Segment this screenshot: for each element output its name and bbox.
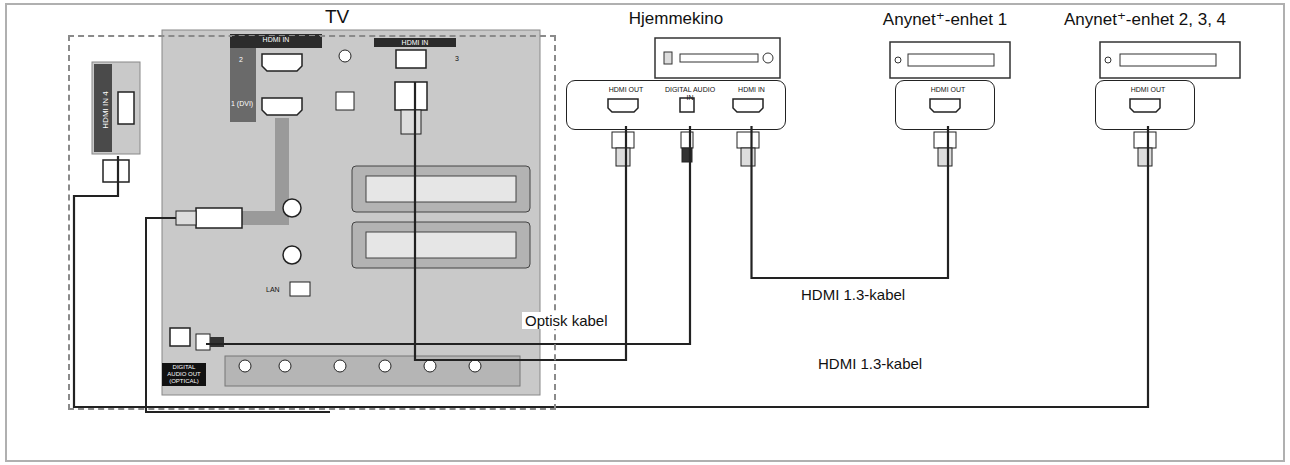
component-jacks	[239, 360, 481, 372]
panel-label: 2	[239, 56, 243, 64]
hdmi-plugs	[612, 132, 1156, 166]
display	[664, 52, 672, 64]
port-label: HDMI IN	[374, 38, 456, 47]
optical-plug	[196, 334, 210, 350]
hdmi-port	[396, 50, 426, 68]
home-theatre-panel: HDMI OUTDIGITAL AUDIO INHDMI INHjemmekin…	[566, 80, 786, 130]
hdmi-out-port: HDMI OUT	[911, 84, 985, 126]
disc-slot	[1120, 54, 1216, 66]
knob	[763, 53, 773, 63]
device-heading: TV	[325, 6, 349, 28]
hdmi-plug	[196, 208, 242, 228]
scart-connector	[366, 176, 516, 202]
device-heading: Anynet⁺-enhet 2, 3, 4	[1064, 9, 1226, 30]
cable-label: HDMI 1.3-kabel	[798, 286, 908, 303]
panel-label: 3	[455, 55, 459, 63]
port-label: HDMI IN 4	[101, 91, 110, 128]
hdmi-plug	[401, 110, 421, 134]
led	[1105, 57, 1111, 63]
hdmi-plug	[103, 160, 129, 182]
tv-region: HDMI IN DIGITAL AUDIO OUT (OPTICAL) HDMI I…	[68, 35, 556, 410]
antenna-jack	[283, 199, 301, 217]
antenna-jack	[283, 246, 301, 264]
hdmi-in-port: HDMI IN	[374, 38, 456, 82]
hdmi-out-port: HDMI OUT	[1111, 84, 1185, 126]
cable-label: HDMI 1.3-kabel	[815, 355, 925, 372]
port-label: HDMI IN	[717, 84, 786, 94]
device-heading: Hjemmekino	[629, 9, 723, 29]
hdmi-plug	[395, 82, 427, 110]
hdmi-port	[262, 98, 302, 115]
home-theatre-device	[655, 38, 780, 78]
port-label: HDMI OUT	[1111, 84, 1185, 94]
cable	[206, 126, 690, 344]
port-label: DIGITAL AUDIO OUT (OPTICAL)	[162, 363, 206, 386]
device-heading: Anynet⁺-enhet 1	[883, 9, 1007, 30]
port-label: HDMI OUT	[589, 84, 663, 94]
port-label: HDMI OUT	[911, 84, 985, 94]
optical-out-port: DIGITAL AUDIO OUT (OPTICAL)	[162, 324, 206, 386]
audio-port	[336, 92, 354, 110]
optical-port	[170, 328, 190, 346]
hdmi-cable	[415, 82, 626, 360]
panel-label: LAN	[266, 286, 280, 294]
anynet-device	[890, 42, 1010, 78]
hdmi-in-port: HDMI IN	[717, 84, 786, 126]
headphone-jack	[339, 50, 351, 62]
lan-port	[290, 282, 310, 296]
side-label-strip	[94, 64, 112, 152]
side-hdmi-port: HDMI IN 4	[94, 64, 142, 156]
hdmi-side-strip	[230, 48, 256, 122]
port-label: DIGITAL AUDIO IN	[663, 84, 717, 101]
led	[895, 57, 901, 63]
hdmi-port	[118, 92, 134, 124]
hdmi-bar	[230, 34, 322, 48]
hdmi-out-port: HDMI OUT	[589, 84, 663, 126]
cable	[752, 126, 949, 278]
hdmi-plug	[176, 211, 196, 225]
side-panel	[92, 62, 140, 154]
anynet-device-panel: HDMI OUTAnynet⁺-enhet 1	[895, 80, 995, 130]
scart-connector	[352, 166, 530, 212]
optical-in-port: DIGITAL AUDIO IN	[663, 84, 717, 126]
scart-connector	[352, 222, 530, 268]
cable-label: Optisk kabel	[522, 312, 611, 329]
scart-connector	[366, 232, 516, 258]
tv-back-panel	[162, 30, 540, 395]
anynet-device	[1100, 42, 1240, 78]
panel-label: HDMI IN	[232, 36, 320, 44]
optical-plug	[210, 337, 224, 347]
anynet-device-panel: HDMI OUTAnynet⁺-enhet 2, 3, 4	[1095, 80, 1195, 130]
hdmi-cable-band	[238, 118, 282, 218]
frame	[6, 4, 1284, 461]
disc-slot	[908, 54, 994, 66]
hdmi-port	[262, 54, 302, 71]
disc-slot	[680, 54, 758, 62]
panel-label: 1 (DVI)	[231, 100, 253, 108]
cable	[74, 126, 1148, 407]
